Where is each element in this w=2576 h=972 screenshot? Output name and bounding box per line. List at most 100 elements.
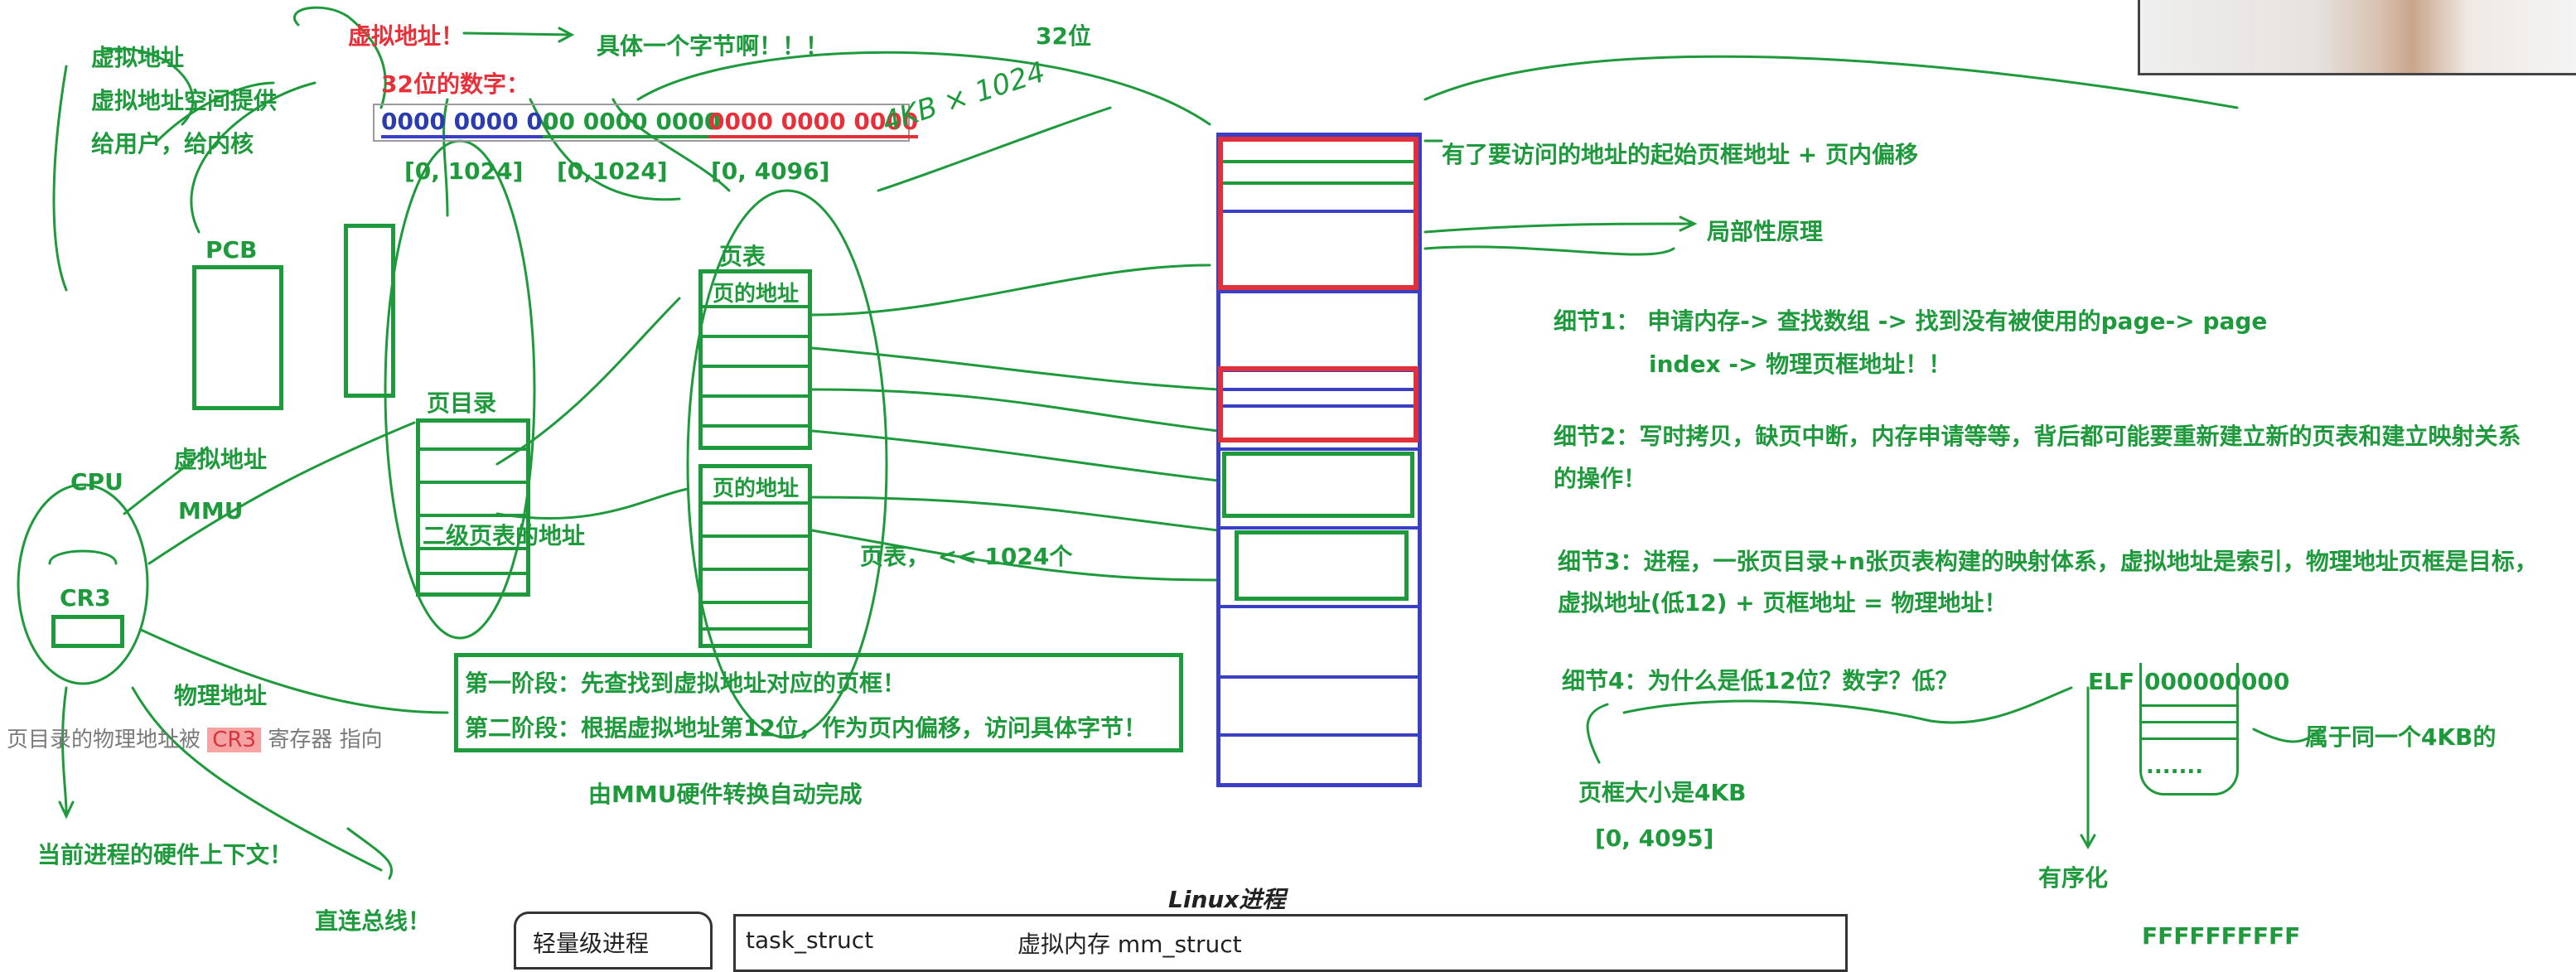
- page-directory: [416, 418, 530, 597]
- label-specific-byte: 具体一个字节啊！！！: [597, 32, 829, 60]
- memory-frame-red-2-line: [1223, 404, 1414, 408]
- label-virtual-space-1: 虚拟地址空间提供: [91, 87, 278, 114]
- label-second-level: 二级页表的地址: [423, 522, 586, 549]
- label-linux-proc: Linux进程: [1168, 886, 1286, 913]
- label-detail2-a: 细节2：写时拷贝，缺页中断，内存申请等等，背后都可能要重新建立新的页表和建立映射…: [1554, 423, 2521, 450]
- memory-frame-divider: [1220, 605, 1418, 608]
- label-hw-context: 当前进程的硬件上下文！: [37, 841, 293, 868]
- page-table-2-row: [703, 501, 808, 505]
- label-direct-bus: 直连总线！: [315, 907, 432, 935]
- label-detail4: 细节4：为什么是低12位？数字？低？: [1562, 667, 1959, 694]
- label-virtual-addr-excl: 虚拟地址！: [348, 22, 465, 50]
- label-task-struct: task_struct: [746, 926, 874, 954]
- cr3-note-pre: 页目录的物理地址被: [7, 728, 201, 752]
- page-table-1-row: [703, 365, 808, 368]
- label-frame-size: 页框大小是4KB: [1578, 779, 1747, 806]
- memory-frame-divider: [1220, 526, 1418, 530]
- page-table-1-row: [703, 424, 808, 428]
- label-32bit-number: 32位的数字：: [381, 70, 529, 98]
- memory-frame-divider: [1220, 675, 1418, 679]
- elf-cylinder: [2139, 663, 2239, 795]
- label-page-table-top: 页表: [719, 243, 766, 270]
- memory-frame-divider: [1220, 447, 1418, 451]
- label-page-addr-2: 页的地址: [713, 476, 800, 501]
- label-same-4kb: 属于同一个4KB的: [2305, 723, 2496, 751]
- page-table-2-row: [703, 601, 808, 604]
- stages-box: 第一阶段：先查找到虚拟地址对应的页框！ 第二阶段：根据虚拟地址第12位，作为页内…: [454, 653, 1183, 752]
- label-ffff: FFFFFFFFFF: [2142, 922, 2301, 950]
- memory-frame-red-1-line: [1223, 181, 1414, 185]
- label-page-addr-1: 页的地址: [713, 282, 800, 307]
- memory-frame-red-2: [1218, 366, 1418, 442]
- task-struct-box: task_struct 虚拟内存 mm_struct: [733, 914, 1848, 972]
- page-table-2-row: [703, 627, 808, 631]
- label-pcb: PCB: [205, 236, 258, 264]
- label-virtual-addr-2: 虚拟地址: [174, 446, 268, 473]
- page-directory-row: [420, 572, 526, 575]
- label-cr3: CR3: [60, 584, 111, 612]
- label-stage1: 第一阶段：先查找到虚拟地址对应的页框！: [465, 670, 906, 697]
- lwp-box: 轻量级进程: [514, 912, 713, 970]
- pcb-box: [192, 265, 283, 410]
- page-table-1-row: [703, 335, 808, 338]
- memory-frame-red-2-line: [1223, 388, 1414, 391]
- memory-frame-green-1: [1222, 452, 1414, 518]
- label-locality: 局部性原理: [1707, 218, 1824, 245]
- page-table-1-row: [703, 305, 808, 308]
- cr3-register-box: [51, 615, 124, 648]
- label-elf-dots: .......: [2146, 754, 2204, 779]
- label-detail2-b: 的操作！: [1554, 465, 1647, 492]
- cr3-note: 页目录的物理地址被 CR3 寄存器 指向: [7, 723, 383, 753]
- memory-frame-red-1: [1218, 137, 1418, 290]
- label-mmu-auto: 由MMU硬件转换自动完成: [588, 781, 863, 808]
- label-mmu: MMU: [178, 497, 244, 525]
- bits-directory-index: 0000 0000 00: [381, 108, 559, 138]
- page-table-2-row: [703, 568, 808, 571]
- label-virtual-space-2: 给用户，给内核: [91, 130, 254, 157]
- bits-page-offset: 0000 0000 0000: [708, 108, 919, 138]
- label-detail3-b: 虚拟地址(低12) + 页框地址 = 物理地址！: [1558, 589, 2008, 617]
- label-cpu: CPU: [70, 468, 123, 496]
- page-directory-row: [420, 447, 526, 451]
- label-detail1-b: index -> 物理页框地址！！: [1649, 351, 1952, 378]
- label-vm-struct: 虚拟内存 mm_struct: [1017, 931, 1242, 958]
- label-have-frame: 有了要访问的地址的起始页框地址 + 页内偏移: [1442, 141, 1918, 168]
- page-table-2: 页的地址: [698, 464, 812, 648]
- label-ordered: 有序化: [2038, 864, 2109, 892]
- memory-frame-divider: [1220, 733, 1418, 737]
- page-directory-row: [420, 481, 526, 484]
- bits-table-index: 00 0000 0000: [543, 108, 721, 138]
- memory-frame-divider: [1220, 210, 1418, 213]
- label-page-table-count: 页表， << 1024个: [860, 543, 1073, 570]
- elf-line: [2142, 704, 2236, 707]
- elf-line: [2142, 737, 2236, 740]
- bit-field-box: [373, 104, 910, 142]
- label-range-table: [0,1024]: [557, 157, 668, 185]
- cr3-note-post: 寄存器 指向: [268, 728, 383, 752]
- page-table-1-row: [703, 394, 808, 398]
- memory-frame-red-1-line: [1223, 160, 1414, 163]
- webcam-thumbnail: [2138, 0, 2576, 75]
- label-range-dir: [0, 1024]: [404, 157, 524, 185]
- label-physical-addr: 物理地址: [174, 682, 268, 709]
- label-elf: ELF: [2088, 668, 2135, 695]
- pcb-side-box: [344, 224, 395, 398]
- page-directory-row: [420, 547, 526, 550]
- elf-line: [2142, 721, 2236, 723]
- label-frame-range: [0, 4095]: [1595, 825, 1714, 852]
- page-table-2-row: [703, 534, 808, 538]
- label-detail3-a: 细节3：进程，一张页目录+n张页表构建的映射体系，虚拟地址是索引，物理地址页框是…: [1558, 548, 2538, 575]
- cr3-note-highlight: CR3: [207, 728, 262, 752]
- label-stage2: 第二阶段：根据虚拟地址第12位，作为页内偏移，访问具体字节！: [465, 714, 1147, 742]
- label-range-offset: [0, 4096]: [711, 157, 830, 185]
- page-directory-row: [420, 514, 526, 517]
- label-detail1-a: 细节1： 申请内存-> 查找数组 -> 找到没有被使用的page-> page: [1554, 307, 2268, 335]
- memory-frame-divider: [1220, 290, 1418, 293]
- page-table-1: 页的地址: [698, 269, 812, 450]
- label-page-dir: 页目录: [427, 389, 497, 417]
- memory-frame-green-2: [1235, 530, 1409, 601]
- label-virtual-addr: 虚拟地址: [91, 44, 185, 71]
- label-lwp: 轻量级进程: [533, 930, 650, 957]
- label-32bit: 32位: [1036, 22, 1091, 50]
